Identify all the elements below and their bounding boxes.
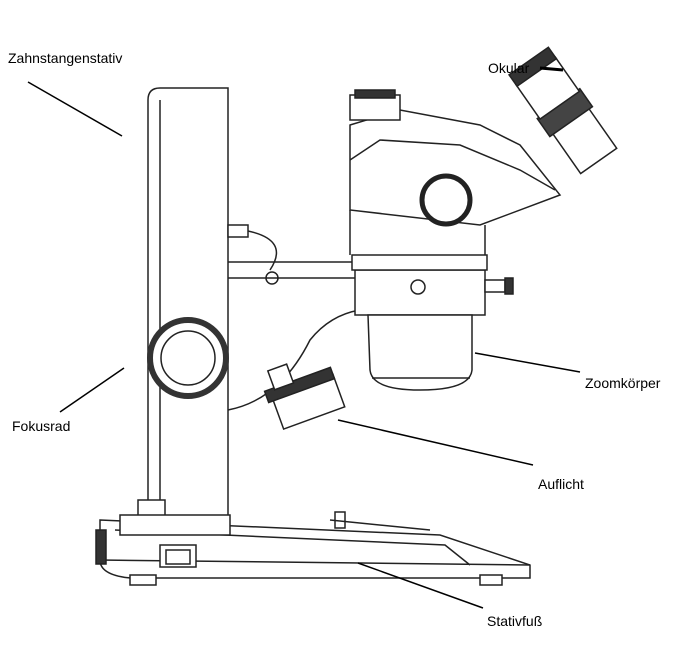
- label-stand: Zahnstangenstativ: [8, 50, 123, 66]
- leader-lines: [27, 66, 581, 609]
- eyepiece: [507, 46, 618, 175]
- leader-base: [357, 562, 484, 609]
- leader-focus-wheel: [59, 367, 125, 413]
- leader-eyepiece: [539, 66, 564, 72]
- label-focus-wheel: Fokusrad: [12, 418, 71, 434]
- holder-arm: [227, 224, 361, 411]
- leader-stand: [27, 81, 123, 137]
- focus-wheel: [147, 317, 229, 399]
- label-base: Stativfuß: [487, 613, 543, 629]
- leader-zoom-body: [474, 352, 581, 373]
- incident-light: [263, 363, 346, 431]
- rack-stand-column: [119, 87, 231, 536]
- leader-incident-light: [337, 419, 534, 466]
- label-incident-light: Auflicht: [538, 476, 584, 492]
- label-eyepiece: Okular: [488, 60, 530, 76]
- zoom-body: [349, 89, 562, 391]
- label-zoom-body: Zoomkörper: [585, 375, 661, 391]
